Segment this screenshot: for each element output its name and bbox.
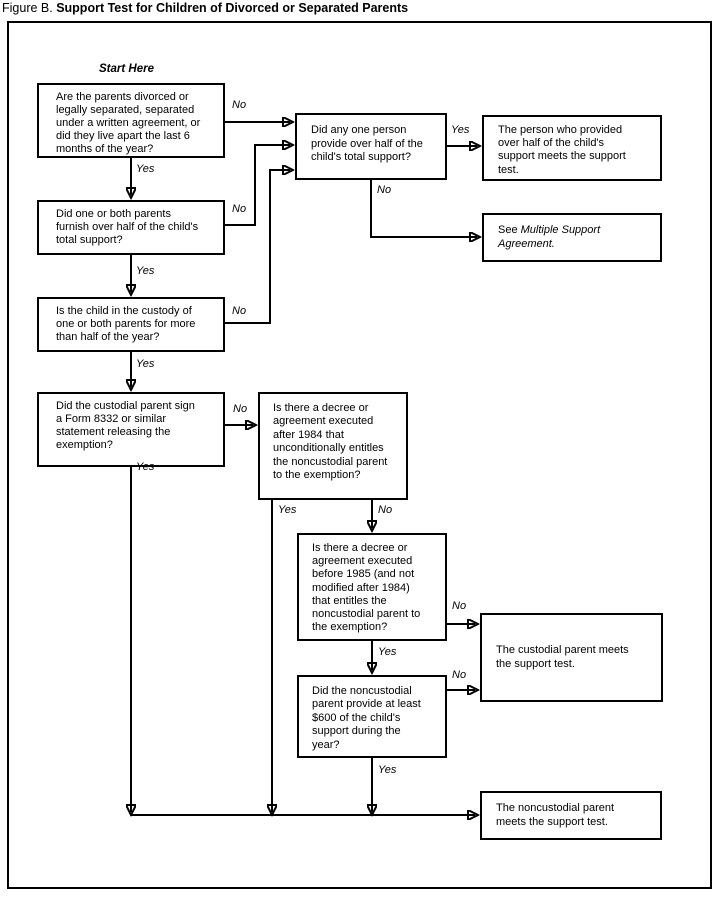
result-custodial-text: The custodial parent meets the support t… (496, 644, 629, 670)
node-form-8332-question: Did the custodial parent sign a Form 833… (37, 392, 225, 467)
figure-title: Figure B. Support Test for Children of D… (2, 1, 408, 15)
start-here-label: Start Here (99, 63, 154, 75)
figure-title-text: Support Test for Children of Divorced or… (56, 1, 409, 15)
figure-label: Figure B. (2, 1, 53, 15)
edge-label-half-support-yes: Yes (136, 265, 155, 277)
see-prefix: See (498, 224, 521, 236)
result-noncustodial-text: The noncustodial parent meets the suppor… (496, 802, 615, 828)
node-one-person-support-question: Did any one person provide over half of … (295, 113, 447, 180)
node-parents-furnish-support-question: Did one or both parents furnish over hal… (37, 200, 225, 255)
node-result-noncustodial-parent: The noncustodial parent meets the suppor… (480, 791, 662, 840)
edge-label-form8332-no: No (233, 403, 248, 415)
edge-label-one-person-no: No (377, 184, 392, 196)
edge-label-half-support-no: No (232, 203, 247, 215)
edge-label-after1984-yes: Yes (278, 504, 297, 516)
node-noncustodial-600-question: Did the noncustodial parent provide at l… (297, 675, 447, 758)
node-see-multiple-support-agreement: See Multiple Support Agreement. (482, 213, 662, 262)
edge-label-one-person-yes: Yes (451, 124, 470, 136)
edge-label-600-yes: Yes (378, 764, 397, 776)
edge-label-before1985-no: No (452, 600, 467, 612)
edge-label-divorced-no: No (232, 99, 247, 111)
multiple-support-agreement-ref: Multiple Support Agreement. (498, 224, 601, 250)
edge-label-form8332-yes: Yes (136, 461, 155, 473)
edge-label-600-no: No (452, 669, 467, 681)
edge-label-before1985-yes: Yes (378, 646, 397, 658)
node-decree-after-1984-question: Is there a decree or agreement executed … (258, 392, 408, 500)
node-parents-divorced-question: Are the parents divorced or legally sepa… (37, 83, 225, 158)
edge-label-after1984-no: No (378, 504, 393, 516)
edge-label-custody-yes: Yes (136, 358, 155, 370)
node-result-person-provided: The person who provided over half of the… (482, 115, 662, 181)
node-decree-before-1985-question: Is there a decree or agreement executed … (297, 533, 447, 641)
edge-label-custody-no: No (232, 305, 247, 317)
node-result-custodial-parent: The custodial parent meets the support t… (480, 613, 663, 702)
node-child-custody-question: Is the child in the custody of one or bo… (37, 297, 225, 352)
edge-label-divorced-yes: Yes (136, 163, 155, 175)
